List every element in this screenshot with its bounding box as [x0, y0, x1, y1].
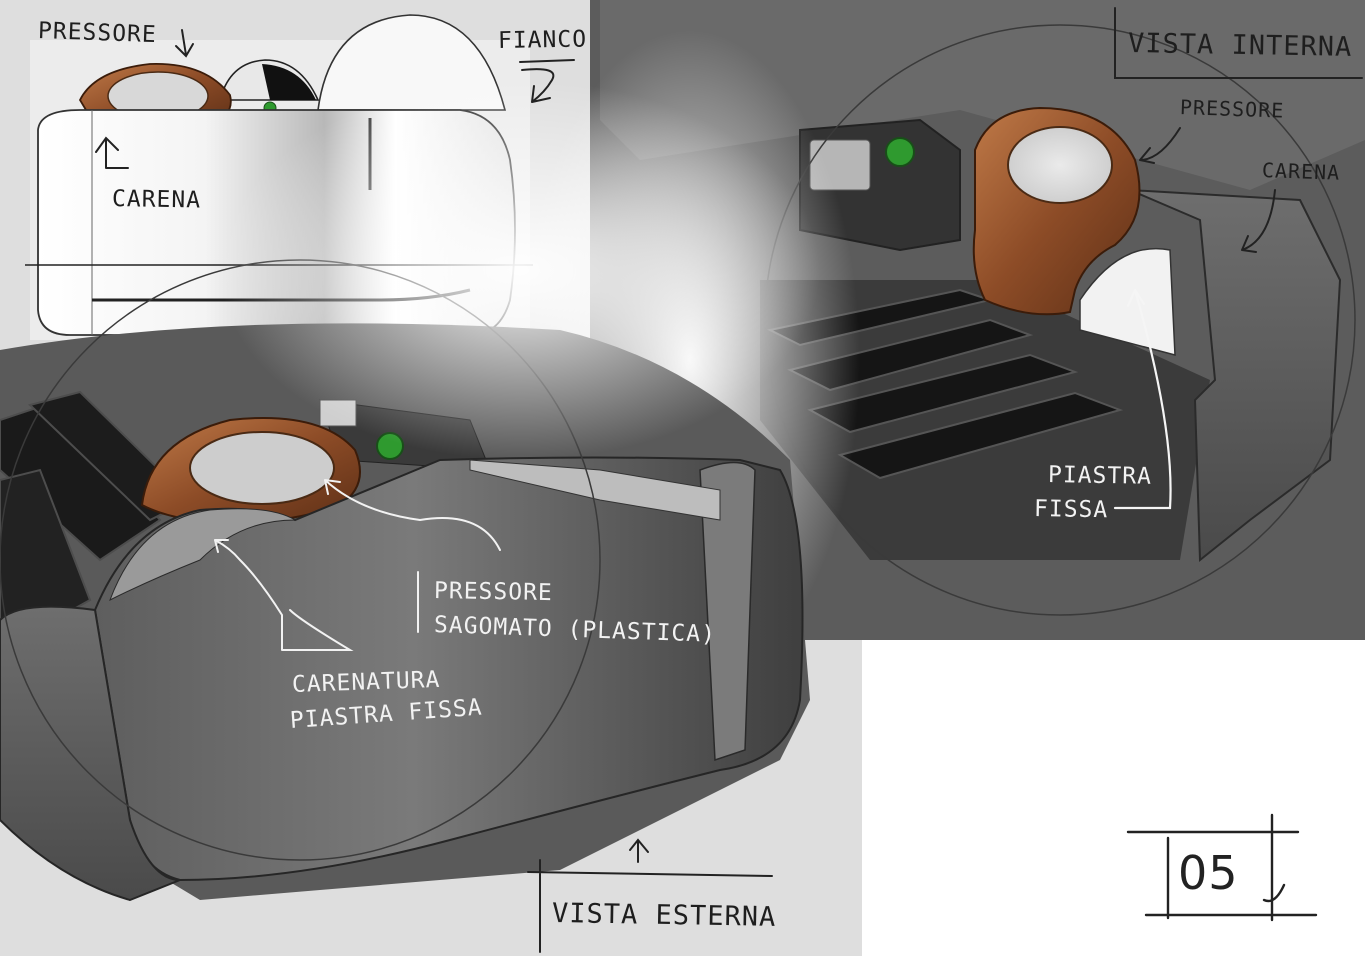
external-view-handle-hole: [189, 431, 335, 505]
page-number-panel: [862, 640, 1365, 956]
annotation-strokes: [95, 7, 1363, 953]
internal-view-plate-white: [1079, 247, 1176, 356]
internal-view-frame-right: [1129, 189, 1342, 563]
internal-view-green-button: [885, 137, 915, 167]
internal-view-pressore-label: PRESSORE: [1179, 95, 1285, 123]
internal-view-carena-label: CARENA: [1261, 158, 1341, 185]
side-view-fianco-label: FIANCO: [497, 26, 588, 54]
internal-view-title: VISTA INTERNA: [1127, 28, 1353, 63]
internal-view-piastra-line1: PIASTRA: [1047, 462, 1153, 490]
side-view-pressore-label: PRESSORE: [37, 18, 158, 49]
page-number: 05: [1178, 846, 1239, 900]
external-view-title: VISTA ESTERNA: [551, 898, 777, 933]
external-view-top-fade: [220, 80, 820, 460]
external-view-illustration: [0, 80, 820, 902]
external-view-carenatura-line1: CARENATURA: [291, 666, 441, 698]
side-view-carena-label: CARENA: [111, 186, 202, 214]
page-number-frame: [1126, 813, 1318, 922]
internal-view-piastra-line2: FISSA: [1033, 496, 1109, 524]
external-view-pressore-line1: PRESSORE: [433, 578, 553, 607]
external-view-fairing-front: [0, 605, 181, 902]
